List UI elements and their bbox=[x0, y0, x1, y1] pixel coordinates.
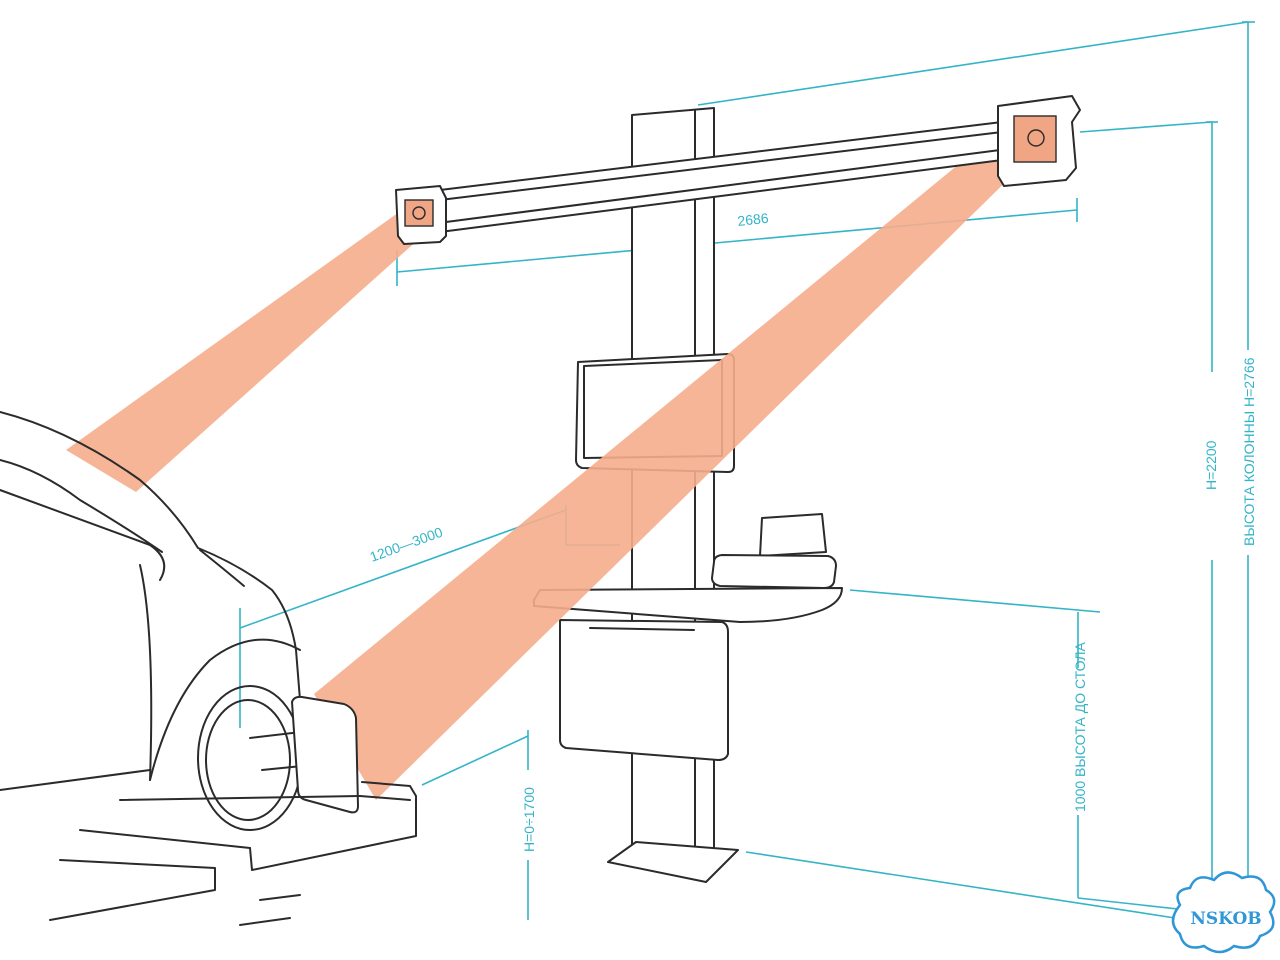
camera-beams bbox=[66, 122, 1028, 800]
beam-width-label: 2686 bbox=[737, 210, 770, 229]
car-outline bbox=[0, 411, 417, 926]
printer bbox=[711, 513, 837, 589]
camera-beam-bar bbox=[395, 95, 1081, 245]
desk bbox=[533, 587, 843, 623]
cabinet bbox=[559, 619, 729, 761]
lift-height-label: H=0÷1700 bbox=[521, 787, 537, 852]
column-height-label: ВЫСОТА КОЛОННЫ H=2766 bbox=[1241, 357, 1257, 546]
left-camera-icon bbox=[404, 199, 434, 227]
table-height-label: 1000 ВЫСОТА ДО СТОЛА bbox=[1072, 641, 1088, 812]
nskob-logo: NSKOB bbox=[1171, 871, 1276, 954]
logo-text: NSKOB bbox=[1190, 909, 1261, 929]
right-camera-icon bbox=[1013, 115, 1057, 163]
camera-height-label: H=2200 bbox=[1203, 440, 1219, 490]
